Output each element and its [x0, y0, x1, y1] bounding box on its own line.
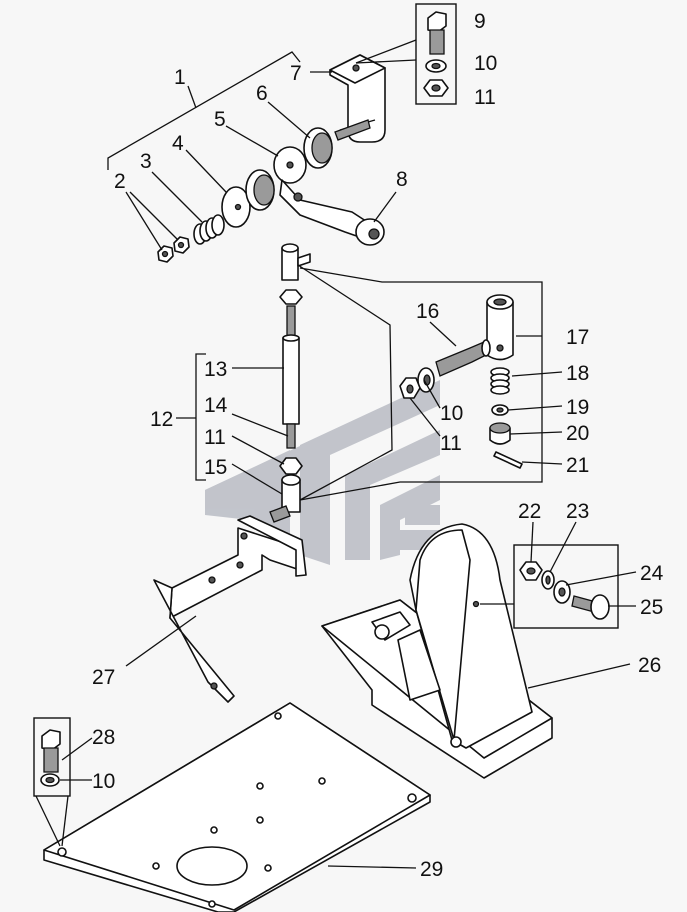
part-25-bolt — [571, 594, 610, 620]
callout-16: 16 — [416, 300, 439, 323]
callout-7: 7 — [290, 62, 302, 85]
callout-4: 4 — [172, 132, 184, 155]
callout-24: 24 — [640, 562, 664, 585]
part-10-washer — [425, 59, 447, 73]
callout-11-rod: 11 — [204, 426, 226, 449]
callout-1: 1 — [174, 66, 186, 89]
part-27-bracket — [153, 515, 307, 703]
callout-2: 2 — [114, 170, 126, 193]
part-23-lock-washer — [541, 570, 555, 590]
callout-14: 14 — [204, 394, 228, 417]
part-11-nut-box — [399, 377, 421, 399]
callout-21: 21 — [566, 454, 589, 477]
part-10-washer-lower — [40, 773, 60, 787]
callout-labels: 1 2 3 4 5 6 7 8 9 10 11 12 13 14 11 15 1… — [92, 10, 664, 881]
callout-25: 25 — [640, 596, 663, 619]
callout-13: 13 — [204, 358, 227, 381]
part-28-bolt — [41, 729, 61, 773]
part-17-sleeve — [486, 294, 514, 361]
part-22-nut — [519, 561, 543, 581]
connector-box-16-21 — [297, 264, 543, 501]
part-9-bolt — [427, 11, 447, 55]
callout-10-top: 10 — [474, 52, 497, 75]
callout-8: 8 — [396, 168, 408, 191]
rod-assembly-12 — [269, 243, 311, 523]
callout-15: 15 — [204, 456, 227, 479]
callout-10-box: 10 — [440, 402, 463, 425]
part-16-pin — [435, 339, 491, 377]
callout-26: 26 — [638, 654, 661, 677]
group-1-brace — [107, 51, 301, 170]
part-6-disc — [303, 127, 333, 169]
part-19-washer — [491, 404, 509, 416]
part-2-nuts — [157, 236, 190, 263]
part-7-bracket — [329, 54, 386, 143]
callout-28: 28 — [92, 726, 115, 749]
callout-17: 17 — [566, 326, 589, 349]
parts-28-10-box — [33, 717, 71, 797]
part-3-spring — [193, 214, 225, 245]
leader-lines — [60, 71, 637, 869]
part-29-base-plate — [43, 702, 431, 912]
part-10-washer-box — [417, 367, 435, 393]
callout-27: 27 — [92, 666, 115, 689]
part-11-nut — [423, 79, 449, 97]
part-21-cotter-pin — [493, 451, 523, 469]
group-12-brace — [195, 353, 206, 481]
callout-3: 3 — [140, 150, 152, 173]
part-4-discs — [221, 169, 275, 228]
callout-29: 29 — [420, 858, 443, 881]
part-8-roller — [355, 218, 385, 246]
callout-10-lower: 10 — [92, 770, 115, 793]
callout-9: 9 — [474, 10, 486, 33]
callout-6: 6 — [256, 82, 268, 105]
callout-22: 22 — [518, 500, 541, 523]
parts-9-10-11-box — [415, 3, 457, 105]
callout-23: 23 — [566, 500, 589, 523]
parts-22-25-box — [513, 544, 619, 629]
part-24-washer — [553, 580, 571, 604]
part-20-nut — [489, 422, 511, 445]
callout-12: 12 — [150, 408, 173, 431]
callout-19: 19 — [566, 396, 589, 419]
part-26-pedal — [321, 523, 553, 779]
part-18-spring — [490, 367, 510, 395]
callout-11-box: 11 — [440, 432, 462, 455]
callout-20: 20 — [566, 422, 589, 445]
watermark-logo — [205, 380, 440, 565]
callout-11-top: 11 — [474, 86, 496, 109]
part-5-lever — [273, 146, 373, 241]
callout-18: 18 — [566, 362, 589, 385]
callout-5: 5 — [214, 108, 226, 131]
